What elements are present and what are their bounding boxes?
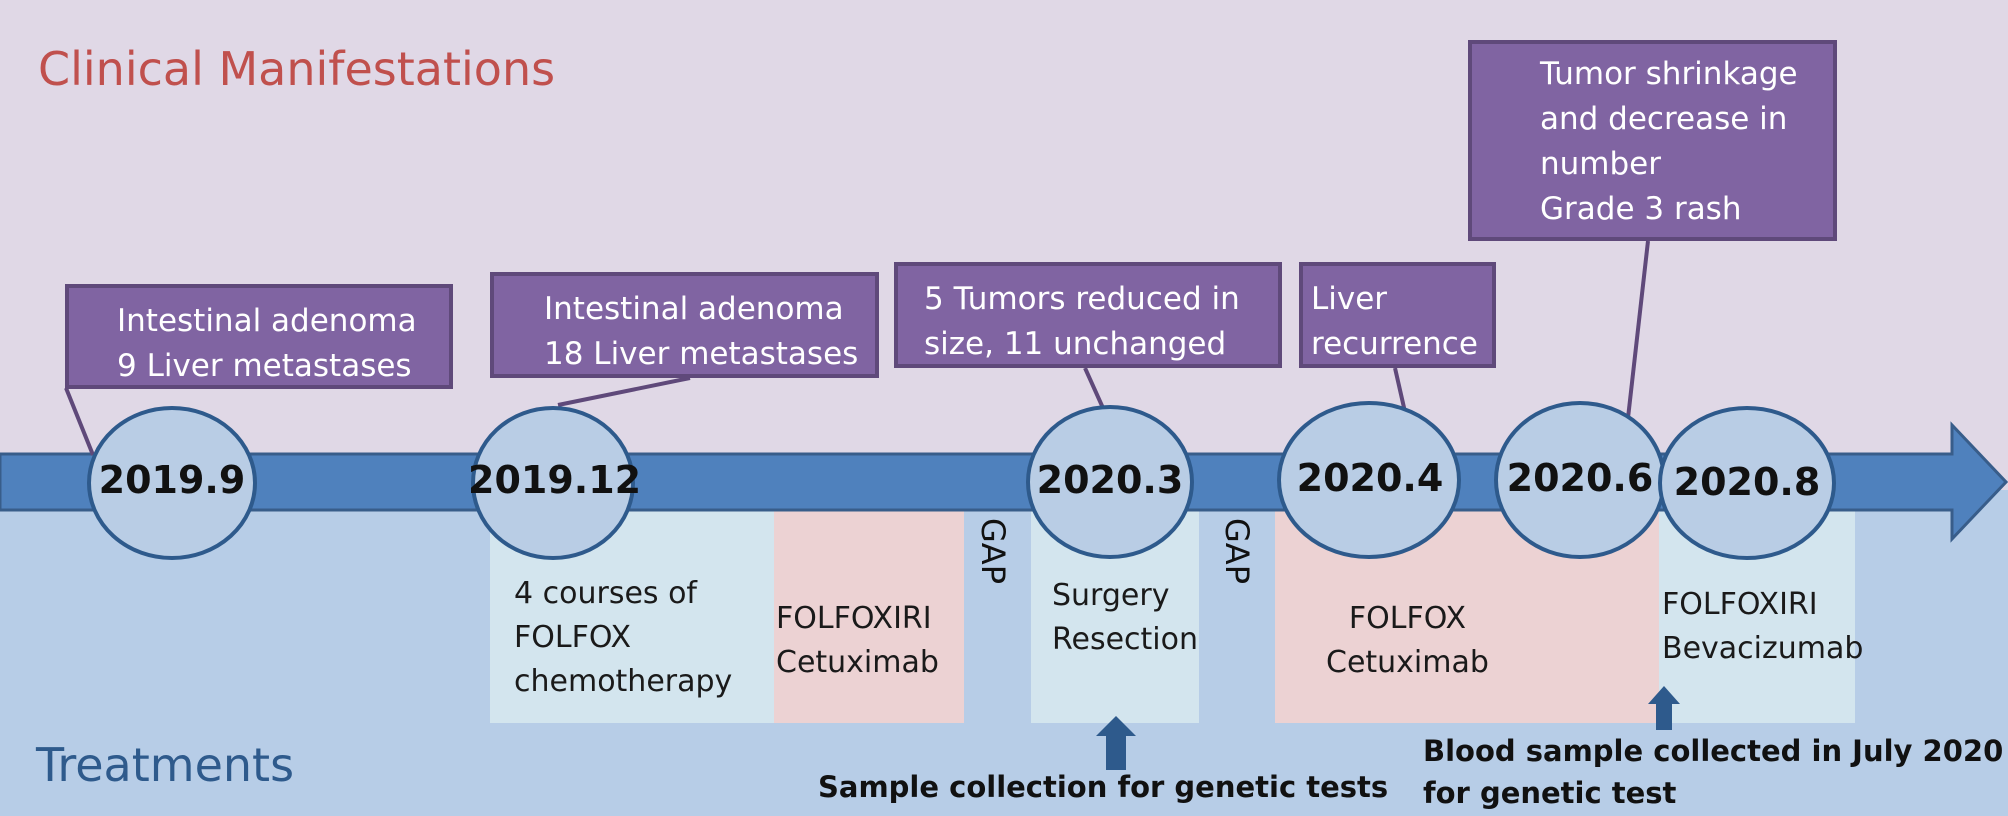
timepoint-label: 2020.3	[1036, 458, 1184, 502]
timepoint-label: 2019.9	[98, 458, 246, 502]
blood-sample-line: for genetic test	[1423, 776, 1677, 810]
timepoint-label: 2020.6	[1506, 456, 1654, 500]
blood-sample-line: Blood sample collected in July 2020	[1423, 734, 2004, 768]
timepoint-node	[471, 406, 635, 560]
manifestation-box: Intestinal adenoma 18 Liver metastases	[490, 272, 879, 378]
treatments-title: Treatments	[36, 738, 295, 792]
sample-collection-note: Sample collection for genetic tests	[818, 770, 1389, 804]
treatment-line: FOLFOX	[1348, 601, 1466, 636]
manifestation-line: and decrease in	[1540, 101, 1788, 137]
connector-line	[1626, 240, 1650, 419]
manifestation-line: Grade 3 rash	[1540, 191, 1742, 227]
treatment-text: 4 courses of FOLFOX chemotherapy	[514, 572, 732, 704]
timepoint-label: 2019.12	[468, 458, 642, 502]
manifestation-line: 5 Tumors reduced in	[924, 281, 1240, 317]
treatment-line: Bevacizumab	[1662, 631, 1864, 666]
gap-label: GAP	[1218, 518, 1256, 584]
timepoint-node	[1026, 405, 1194, 559]
manifestation-line: 9 Liver metastases	[117, 348, 412, 384]
sample-arrow-icon	[1096, 716, 1136, 770]
timepoint-node	[1277, 401, 1461, 559]
timepoint-node	[1658, 406, 1836, 560]
timepoint-label: 2020.4	[1296, 456, 1444, 500]
manifestation-line: size, 11 unchanged	[924, 326, 1227, 362]
treatment-line: FOLFOXIRI	[776, 601, 932, 636]
manifestation-line: Liver	[1311, 281, 1388, 317]
connector-line	[557, 376, 691, 407]
treatment-line: chemotherapy	[514, 664, 733, 699]
treatment-text: Surgery Resection	[1052, 574, 1198, 662]
clinical-manifestations-title: Clinical Manifestations	[38, 42, 556, 96]
manifestation-box: Tumor shrinkage and decrease in number G…	[1468, 40, 1837, 241]
manifestation-line: number	[1540, 146, 1661, 182]
treatment-line: FOLFOXIRI	[1662, 587, 1818, 622]
gap-label: GAP	[974, 518, 1012, 584]
manifestation-line: Tumor shrinkage	[1540, 56, 1798, 92]
timepoint-node	[87, 406, 257, 560]
treatment-text: FOLFOXIRI Cetuximab	[776, 597, 939, 685]
manifestation-box: 5 Tumors reduced in size, 11 unchanged	[894, 262, 1282, 368]
treatment-line: 4 courses of	[514, 576, 697, 611]
timeline-arrow	[0, 421, 2008, 543]
manifestation-line: recurrence	[1311, 326, 1478, 362]
treatment-line: Cetuximab	[776, 645, 939, 680]
connector-line	[1083, 367, 1105, 409]
timepoint-label: 2020.8	[1673, 460, 1821, 504]
connector-line	[64, 387, 95, 456]
manifestation-line: Intestinal adenoma	[117, 303, 417, 339]
blood-sample-note: Blood sample collected in July 2020 for …	[1423, 730, 2003, 814]
treatment-panel-folfoxiri-cetuximab	[774, 505, 964, 723]
manifestation-box: Liver recurrence	[1299, 262, 1496, 368]
treatment-text: FOLFOX Cetuximab	[1326, 597, 1489, 685]
treatment-text: FOLFOXIRI Bevacizumab	[1662, 583, 1863, 671]
connector-line	[1393, 367, 1407, 413]
blood-sample-arrow-icon	[1648, 686, 1680, 730]
treatment-line: FOLFOX	[514, 620, 632, 655]
treatment-line: Surgery	[1052, 578, 1170, 613]
treatment-line: Resection	[1052, 622, 1199, 657]
manifestation-box: Intestinal adenoma 9 Liver metastases	[65, 284, 453, 389]
manifestation-line: Intestinal adenoma	[544, 291, 844, 327]
manifestation-line: 18 Liver metastases	[544, 336, 859, 372]
treatment-line: Cetuximab	[1326, 645, 1489, 680]
